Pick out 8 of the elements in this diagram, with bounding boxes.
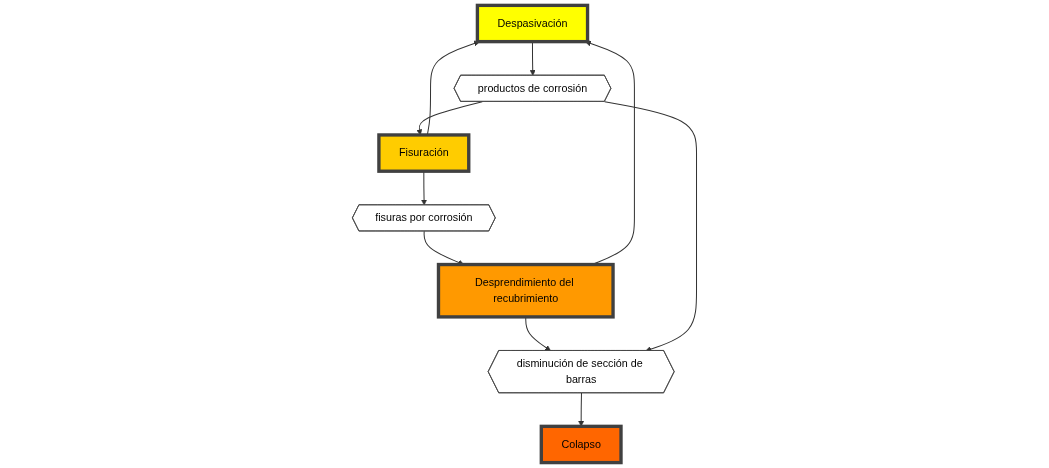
arrow [525,316,551,352]
arrow [529,41,536,76]
node-box: Desprendimiento del recubrimiento [436,262,615,319]
node-box: Colapso [539,424,623,465]
arrow [578,392,585,427]
node-box: Fisuración [377,133,471,173]
node-box: Despasivación [475,3,590,44]
arrow [604,101,698,352]
